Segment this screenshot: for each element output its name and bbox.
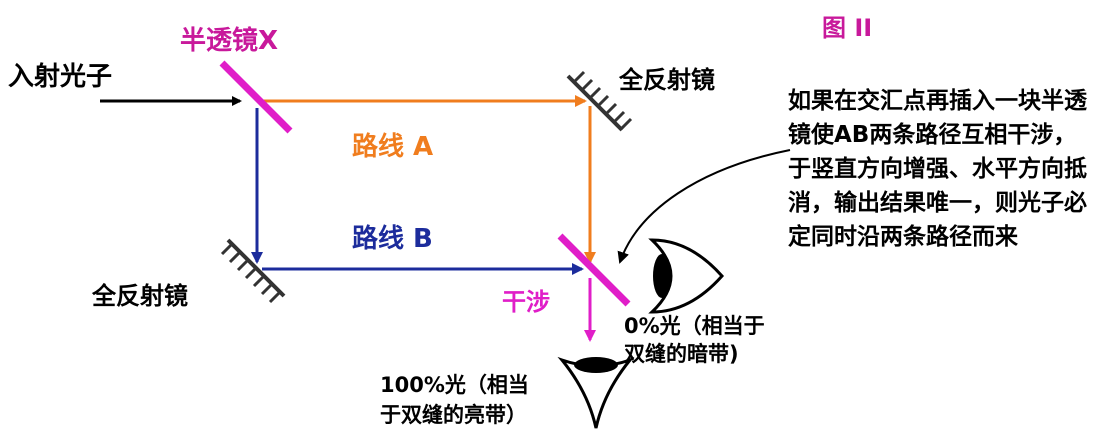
full-mirror-bottom xyxy=(220,238,286,304)
zero-light-line-1: 0%光（相当于 xyxy=(624,314,765,338)
explanation-note: 如果在交汇点再插入一块半透镜使AB两条路径互相干涉，于竖直方向增强、水平方向抵消… xyxy=(788,88,1087,250)
route-a-label: 路线 A xyxy=(352,132,434,162)
figure-title: 图 II xyxy=(822,14,873,42)
annotation-arrow xyxy=(617,149,791,264)
beam-splitter-x xyxy=(219,60,293,134)
beam-splitter-x-label: 半透镜X xyxy=(180,26,279,56)
full-mirror-top xyxy=(566,70,633,132)
eye-icon-bottom xyxy=(557,356,635,429)
incident-photon-label: 入射光子 xyxy=(8,62,113,92)
interference-label: 干涉 xyxy=(502,288,550,316)
eye-icon-right xyxy=(648,238,725,314)
interference-splitter xyxy=(557,233,631,307)
full-light-label: 100%光（相当 于双缝的亮带） xyxy=(380,370,529,430)
route-b-label: 路线 B xyxy=(352,224,433,254)
full-mirror-bottom-label: 全反射镜 xyxy=(92,282,188,310)
zero-light-label: 0%光（相当于 双缝的暗带) xyxy=(624,312,765,368)
zero-light-line-2: 双缝的暗带) xyxy=(624,342,739,366)
full-light-line-2: 于双缝的亮带） xyxy=(380,403,527,427)
full-light-line-1: 100%光（相当 xyxy=(380,373,529,397)
full-mirror-top-label: 全反射镜 xyxy=(619,66,715,94)
